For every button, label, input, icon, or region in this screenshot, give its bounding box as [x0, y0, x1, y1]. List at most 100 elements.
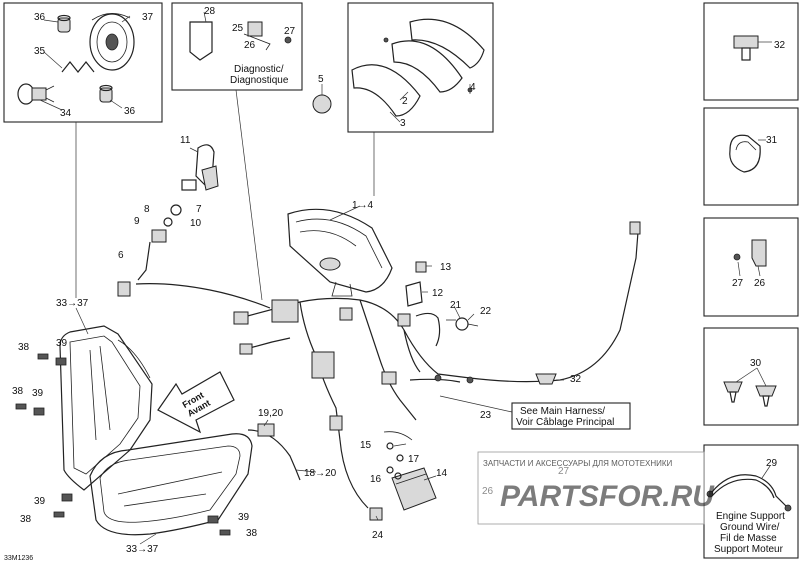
callout-26-bracket: 26: [754, 278, 766, 289]
callout-12: 12: [432, 288, 444, 299]
reflector-ring: [89, 13, 135, 71]
gauge-lens: [391, 40, 463, 93]
callout-6: 6: [118, 250, 124, 261]
diagnostic-label-1: Diagnostic/: [234, 64, 284, 75]
callout-37-top: 37: [142, 12, 154, 23]
callout-14: 14: [436, 468, 448, 479]
callout-35: 35: [34, 46, 46, 57]
diagnostic-connector-body: [189, 21, 213, 61]
diagnostic-cap: [247, 21, 263, 37]
callout-9: 9: [134, 216, 140, 227]
harness-note-frame: [511, 402, 631, 430]
connector-f: [381, 371, 397, 385]
callout-38-c: 38: [20, 514, 32, 525]
ground-label-4: Support Moteur: [714, 544, 784, 555]
callout-39-d: 39: [238, 512, 250, 523]
switch-parts: [117, 144, 219, 297]
callout-10: 10: [190, 218, 202, 229]
gauge-housing: [351, 64, 421, 117]
callout-8: 8: [144, 204, 150, 215]
callout-25: 25: [232, 23, 244, 34]
callout-32-top: 32: [774, 40, 786, 51]
callout-38-a: 38: [18, 342, 30, 353]
inset-frames: [3, 2, 799, 559]
instrument-cluster: [287, 208, 393, 297]
clamp-inset: [703, 107, 799, 206]
connector-g: [397, 313, 411, 327]
push-rivet-inset: [703, 327, 799, 426]
callout-15: 15: [360, 440, 372, 451]
callout-18-20: 18→20: [304, 468, 337, 479]
fasteners: [15, 353, 557, 536]
callout-17: 17: [408, 454, 420, 465]
headlight-bulb-inset: [3, 2, 163, 123]
callout-21: 21: [450, 300, 462, 311]
clamp-part: [729, 134, 766, 173]
headlight-left: [59, 325, 153, 491]
callout-33-37-top: 33→37: [56, 298, 89, 309]
callout-36-top: 36: [34, 12, 46, 23]
grommet-inset: [703, 2, 799, 101]
ground-label-3: Fil de Masse: [720, 533, 777, 544]
wiring-harness: [135, 221, 641, 509]
connector-h: [257, 423, 275, 437]
callout-32-main: 32: [570, 374, 582, 385]
callout-19-20: 19,20: [258, 408, 283, 419]
harness-note: See Main Harness/ Voir Câblage Principal: [511, 402, 631, 430]
callout-23: 23: [480, 410, 492, 421]
callout-27-diag: 27: [284, 26, 296, 37]
gauge-inset: [347, 2, 494, 133]
connector-block-c: [271, 299, 299, 323]
ground-label-2: Ground Wire/: [720, 522, 780, 533]
module-parts: [369, 431, 437, 521]
callout-3: 3: [400, 118, 406, 129]
figure-code: 33M1236: [4, 555, 33, 562]
callout-33-37-bottom: 33→37: [126, 544, 159, 555]
diagnostic-connector-inset: [171, 2, 303, 91]
front-direction-arrow: [157, 371, 235, 434]
connector-i: [329, 415, 343, 431]
bulb-parts: [17, 13, 135, 111]
harness-note-line-2: Voir Câblage Principal: [516, 417, 614, 428]
diagnostic-parts: [189, 11, 292, 61]
callout-29: 29: [766, 458, 778, 469]
callout-2: 2: [402, 96, 408, 107]
callout-11: 11: [180, 135, 191, 146]
headlight-right: [89, 433, 253, 536]
sensor-parts: [405, 261, 479, 331]
gauge-parts: [312, 18, 485, 123]
connector-e: [339, 307, 353, 321]
connector-j: [629, 221, 641, 235]
callout-39-b: 39: [32, 388, 44, 399]
callout-28: 28: [204, 6, 216, 17]
callout-30: 30: [750, 358, 762, 369]
ground-wire-part: [706, 465, 792, 512]
connector-a: [233, 311, 249, 325]
callout-24: 24: [372, 530, 384, 541]
callout-39-a: 39: [56, 338, 68, 349]
halogen-bulb: [17, 83, 55, 105]
callout-22: 22: [480, 306, 492, 317]
bulb-cap-bottom: [99, 84, 113, 103]
gauge-bezel: [409, 18, 485, 69]
connector-b: [239, 343, 253, 355]
watermark-logo: PARTSFOR.RU: [500, 480, 715, 513]
callout-31: 31: [766, 135, 778, 146]
gauge-nut: [312, 94, 332, 114]
bulb-cap-top: [57, 14, 71, 33]
callout-36-bottom: 36: [124, 106, 136, 117]
callout-7: 7: [196, 204, 202, 215]
bracket-inset: [703, 217, 799, 317]
diagnostic-label-2: Diagnostique: [230, 75, 289, 86]
grommet-part: [733, 35, 772, 61]
callout-1-4: 1→4: [352, 200, 374, 211]
leader-lines: [75, 89, 564, 545]
callout-38-b: 38: [12, 386, 24, 397]
callout-16: 16: [370, 474, 382, 485]
watermark-panel: [477, 451, 705, 525]
watermark-caption: ЗАПЧАСТИ И АКСЕССУАРЫ ДЛЯ МОТОТЕХНИКИ: [483, 459, 673, 468]
ground-label-1: Engine Support: [716, 511, 785, 522]
bulb-retaining-clip: [61, 61, 95, 73]
bracket-part: [733, 239, 767, 277]
